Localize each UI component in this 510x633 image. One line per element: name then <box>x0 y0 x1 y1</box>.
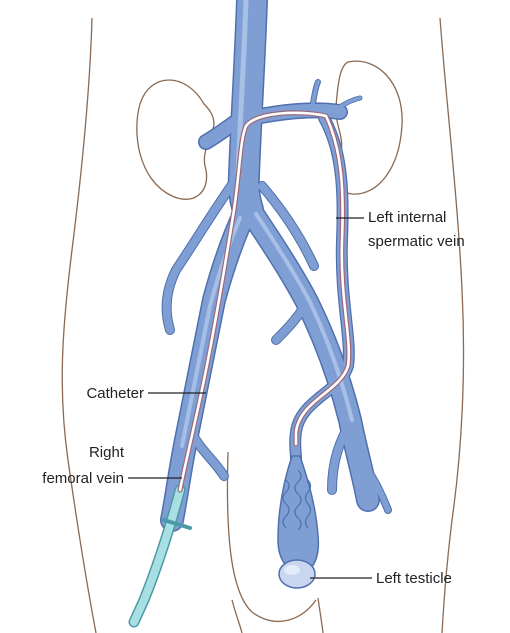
left-torso-contour <box>62 18 96 633</box>
pampiniform-plexus <box>278 456 318 588</box>
label-left-internal-spermatic-vein-line2: spermatic vein <box>368 233 465 250</box>
left-testicle <box>279 560 315 588</box>
sheath-fill <box>134 490 180 622</box>
thigh-contour-left <box>232 600 242 633</box>
label-right-femoral-vein-line1: Right <box>89 444 125 461</box>
testicle-highlight <box>284 565 300 575</box>
annotations: Left internal spermatic vein Catheter Ri… <box>42 209 464 587</box>
label-catheter: Catheter <box>86 385 144 402</box>
kidneys <box>137 61 402 199</box>
thigh-contour-right <box>318 598 323 633</box>
label-left-internal-spermatic-vein-line1: Left internal <box>368 209 446 226</box>
label-left-testicle: Left testicle <box>376 570 452 587</box>
plexus-body <box>278 456 318 572</box>
label-right-femoral-vein-line2: femoral vein <box>42 470 124 487</box>
right-torso-contour <box>440 18 464 633</box>
